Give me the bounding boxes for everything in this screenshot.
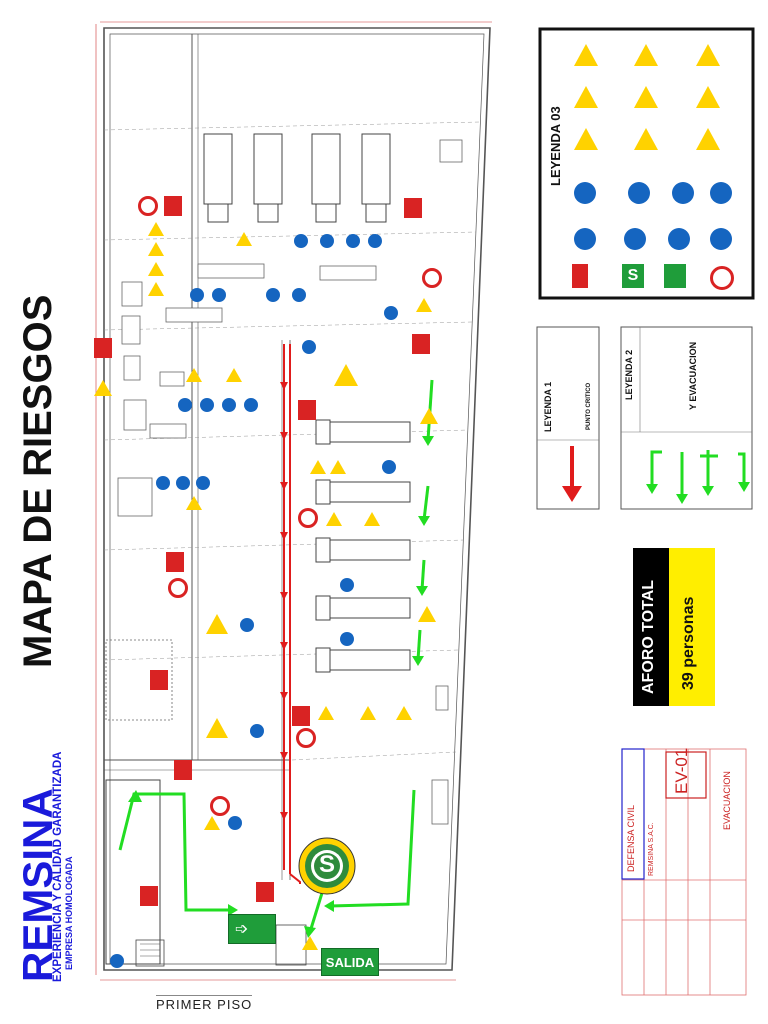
evacuation-door-sign: ➩ — [228, 914, 276, 944]
exit-sign: SALIDA — [321, 948, 379, 976]
legend2-box — [620, 326, 753, 510]
sheet-code: EV-01 — [672, 747, 691, 794]
title-block-org: DEFENSA CIVIL — [626, 804, 636, 872]
legend3-title: LEYENDA 03 — [548, 106, 563, 186]
exit-label: SALIDA — [325, 954, 375, 970]
capacity-label: AFORO TOTAL — [640, 579, 657, 694]
fire-extinguisher-icon — [572, 264, 588, 288]
work-tables — [117, 139, 463, 825]
legend2-title: LEYENDA 2 — [624, 349, 634, 400]
goggles-icon — [574, 228, 596, 250]
presses — [315, 419, 411, 673]
legend1-title: LEYENDA 1 — [543, 381, 553, 432]
warning-triangle-icon — [634, 86, 658, 108]
warning-triangle-icon — [696, 86, 720, 108]
evacuation-arrowheads — [128, 436, 434, 938]
helmet-icon — [628, 182, 650, 204]
warning-triangle-icon — [696, 128, 720, 150]
warning-triangle-icon — [574, 86, 598, 108]
critical-route — [283, 344, 301, 884]
wash-hands-icon — [710, 228, 732, 250]
no-smoking-icon — [710, 266, 734, 290]
boots-icon — [668, 228, 690, 250]
running-man-icon: ➩ — [235, 921, 249, 938]
gloves-icon — [624, 228, 646, 250]
machines — [203, 133, 391, 223]
title-block-company: REMSINA S.A.C. — [648, 822, 655, 876]
warning-triangle-icon — [574, 128, 598, 150]
title-block-frame — [621, 748, 747, 996]
warning-triangle-icon — [574, 44, 598, 66]
warning-triangle-icon — [696, 44, 720, 66]
legend3-box — [538, 27, 755, 300]
warning-triangle-icon — [634, 128, 658, 150]
page-title: MAPA DE RIESGOS — [16, 294, 60, 668]
capacity-block — [633, 548, 715, 706]
floor-caption: PRIMER PISO — [156, 995, 253, 1012]
building-walls — [95, 21, 492, 981]
capacity-value: 39 personas — [680, 596, 697, 690]
legend3-icon-grid: S — [568, 36, 750, 294]
ear-protection-icon — [574, 182, 596, 204]
critical-arrows — [280, 382, 288, 820]
legend1-item: PUNTO CRITICO — [586, 382, 592, 430]
logo-tagline: EXPERIENCIA Y CALIDAD GARANTIZADA — [52, 751, 64, 982]
legend1-box — [536, 326, 600, 510]
legend2-item: Y EVACUACION — [688, 341, 698, 410]
warning-triangle-icon — [634, 44, 658, 66]
safe-zone-letter: S — [318, 851, 335, 878]
safe-zone-circle — [298, 837, 356, 895]
footwear-icon — [710, 182, 732, 204]
exit-route-icon — [664, 264, 686, 288]
logo-subtagline: EMPRESA HOMOLOGADA — [64, 856, 74, 970]
safe-zone-icon: S — [622, 264, 644, 288]
sheet-title: EVACUACION — [722, 771, 732, 830]
mask-icon — [672, 182, 694, 204]
